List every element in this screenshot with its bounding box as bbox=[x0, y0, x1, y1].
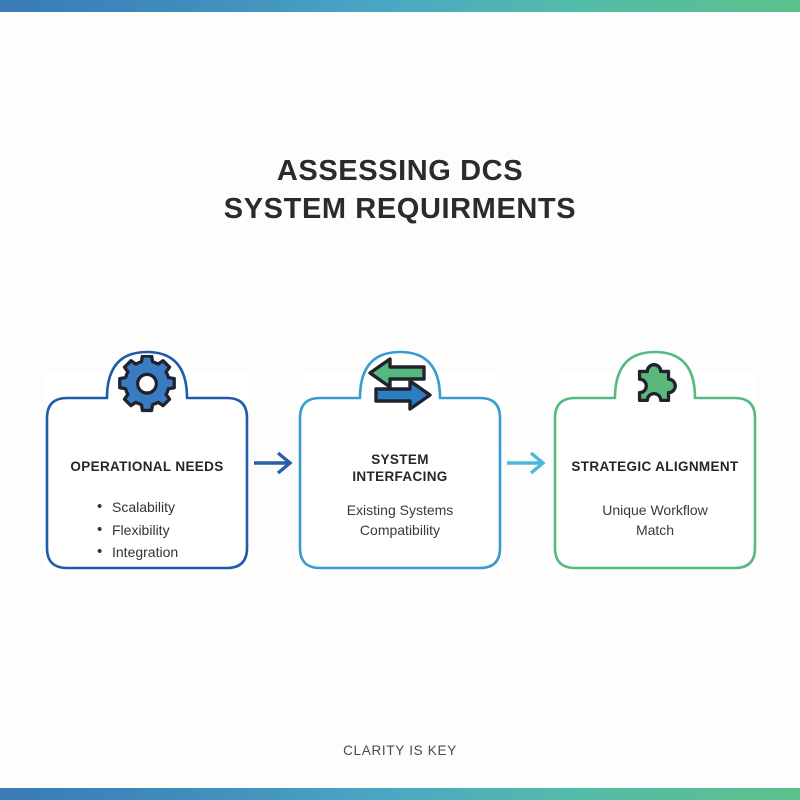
card-subtext: Unique Workflow Match bbox=[602, 502, 708, 538]
list-item: Scalability bbox=[97, 495, 178, 519]
card-subtext: Existing Systems Compatibility bbox=[346, 502, 454, 538]
process-flow: OPERATIONAL NEEDS Scalability Flexibilit… bbox=[0, 348, 800, 588]
puzzle-piece-icon bbox=[553, 348, 757, 420]
card-heading: STRATEGIC ALIGNMENT bbox=[571, 459, 739, 474]
card-bullet-list: Scalability Flexibility Integration bbox=[97, 495, 178, 564]
card-outline-shape bbox=[553, 350, 757, 570]
gear-icon bbox=[45, 348, 249, 420]
top-gradient-bar bbox=[0, 0, 800, 12]
card-system-interfacing[interactable]: SYSTEM INTERFACING Existing Systems Comp… bbox=[298, 350, 502, 574]
list-item: Integration bbox=[97, 540, 178, 564]
card-strategic-alignment[interactable]: STRATEGIC ALIGNMENT Unique Workflow Matc… bbox=[553, 350, 757, 574]
page-title: ASSESSING DCS SYSTEM REQUIRMENTS bbox=[223, 155, 577, 226]
bottom-gradient-bar bbox=[0, 788, 800, 800]
exchange-arrows-icon bbox=[298, 348, 502, 420]
list-item: Flexibility bbox=[97, 518, 178, 542]
arrow-right-1-icon bbox=[252, 448, 300, 478]
arrow-right-2-icon bbox=[505, 448, 553, 478]
card-heading: SYSTEM INTERFACING bbox=[352, 452, 448, 485]
card-operational-needs[interactable]: OPERATIONAL NEEDS Scalability Flexibilit… bbox=[45, 350, 249, 574]
card-heading: OPERATIONAL NEEDS bbox=[70, 459, 224, 474]
footer-tagline: CLARITY IS KEY bbox=[343, 743, 457, 758]
card-outline-shape bbox=[298, 350, 502, 570]
